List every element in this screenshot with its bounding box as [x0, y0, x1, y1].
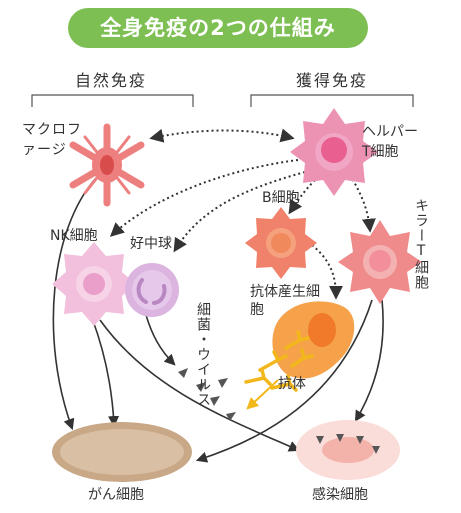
- cancer-cell-label: がん細胞: [88, 487, 144, 503]
- plasma-cell: [272, 301, 355, 379]
- antibody-arrow: [246, 379, 279, 410]
- antibody-label: 抗体: [278, 376, 306, 392]
- killer-t-label: キラーT細胞: [413, 198, 429, 290]
- helper-t-label: ヘルパーT細胞: [362, 124, 418, 160]
- arrow-helper-killer: [349, 174, 376, 233]
- nk-cell-label: NK細胞: [50, 228, 98, 244]
- macrophage-label: マクロファージ: [22, 122, 82, 158]
- helper-t-cell: [290, 108, 378, 196]
- page-title: 全身免疫の2つの仕組み: [100, 16, 336, 40]
- arrow-macrophage-helper: [149, 128, 295, 143]
- neutrophil-label: 好中球: [130, 236, 172, 252]
- acquired-immunity-label: 獲得免疫: [296, 71, 369, 90]
- plasma-cell-label: 抗体産生細胞: [250, 284, 320, 318]
- infected-cell-label: 感染細胞: [312, 487, 368, 503]
- arrow-helper-nk: [109, 159, 299, 237]
- arrow-neutrophil-bacteria: [145, 314, 176, 366]
- b-cell: [245, 207, 317, 279]
- title-banner: [68, 8, 368, 48]
- arrow-macrophage-cancer: [52, 177, 97, 431]
- innate-immunity-label: 自然免疫: [75, 71, 148, 90]
- bacteria-virus-particles: [178, 368, 236, 421]
- acquired-bracket: [250, 94, 414, 107]
- arrow-helper-b: [288, 179, 316, 215]
- bacteria-virus-label: 細菌・ウイルス: [195, 302, 211, 407]
- arrow-helper-neutrophil: [173, 171, 306, 253]
- antibody-group: [244, 330, 314, 392]
- innate-bracket: [31, 94, 194, 107]
- nk-cell: [52, 242, 136, 326]
- arrow-b-plasma: [311, 244, 343, 300]
- infected-cell: [296, 420, 400, 480]
- arrow-nk-infected: [99, 319, 301, 452]
- neutrophil-cell: [125, 263, 179, 317]
- arrow-killer-infected: [354, 299, 384, 422]
- b-cell-label: B細胞: [262, 190, 300, 206]
- macrophage-cell: [69, 123, 145, 207]
- killer-t-cell: [338, 220, 422, 304]
- cancer-cell: [52, 422, 192, 482]
- arrow-nk-cancer: [91, 317, 120, 428]
- arrow-killer-cancer: [195, 299, 373, 463]
